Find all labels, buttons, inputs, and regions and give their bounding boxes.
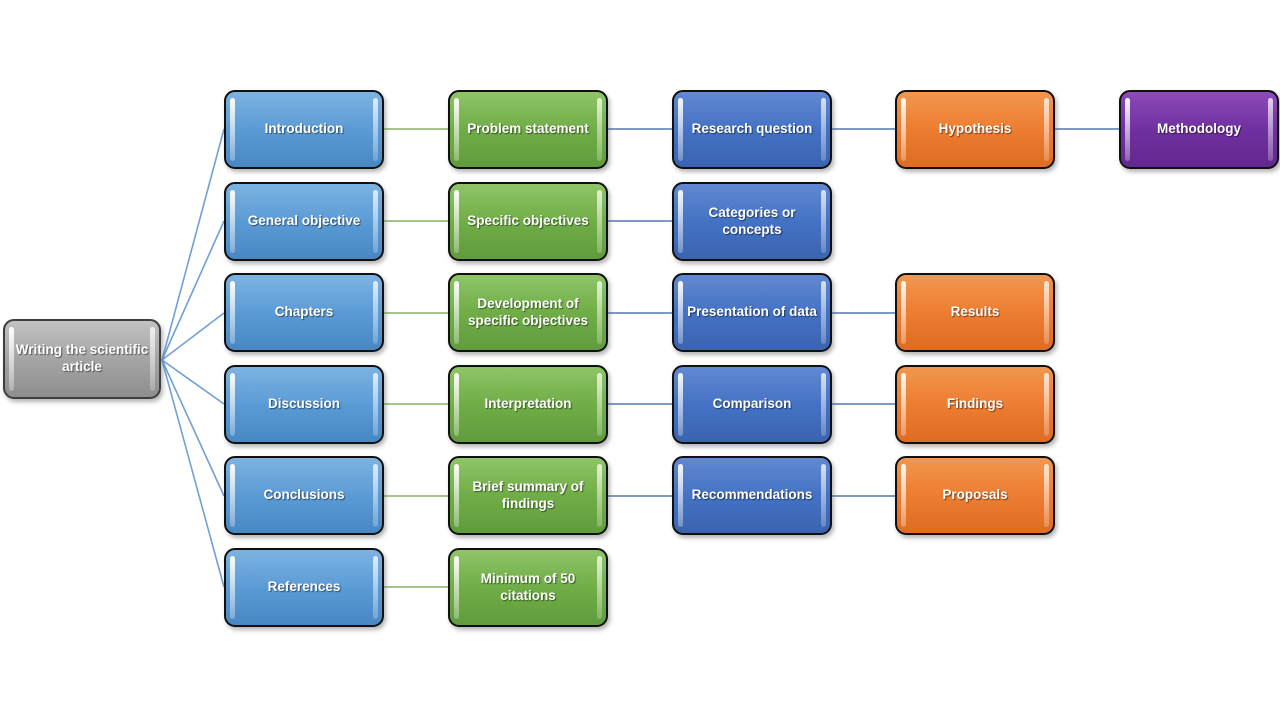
node-label: Writing the scientific article [15, 342, 149, 374]
node-research-question[interactable]: Research question [672, 90, 832, 169]
node-presentation-of-data[interactable]: Presentation of data [672, 273, 832, 352]
node-label: Chapters [274, 304, 334, 320]
root-fan-lines [161, 128, 225, 588]
level2-to-level3-connectors [608, 128, 672, 497]
node-label: Research question [691, 121, 813, 137]
node-label: General objective [247, 213, 361, 229]
node-label: Methodology [1157, 121, 1241, 137]
node-proposals[interactable]: Proposals [895, 456, 1055, 535]
node-label: Minimum of 50 citations [480, 570, 576, 603]
node-label: Findings [946, 396, 1004, 412]
node-comparison[interactable]: Comparison [672, 365, 832, 444]
node-label: Discussion [267, 396, 341, 412]
node-findings[interactable]: Findings [895, 365, 1055, 444]
node-label: Introduction [264, 121, 344, 137]
node-label: Categories or concepts [708, 204, 796, 237]
node-label: References [267, 579, 341, 595]
node-label: Results [950, 304, 1000, 320]
node-specific-objectives[interactable]: Specific objectives [448, 182, 608, 261]
node-general-objective[interactable]: General objective [224, 182, 384, 261]
node-label: Conclusions [263, 487, 345, 503]
node-brief-summary-findings[interactable]: Brief summary of findings [448, 456, 608, 535]
level1-to-level2-connectors [384, 128, 448, 588]
node-label: Interpretation [484, 396, 572, 412]
node-discussion[interactable]: Discussion [224, 365, 384, 444]
node-label: Proposals [942, 487, 1008, 503]
node-label: Development of specific objectives [467, 295, 589, 328]
level3-to-level4-connectors [832, 128, 895, 497]
node-introduction[interactable]: Introduction [224, 90, 384, 169]
node-label: Brief summary of findings [472, 478, 584, 511]
node-writing-scientific-article[interactable]: Writing the scientific article [3, 319, 161, 399]
node-label: Recommendations [691, 487, 813, 503]
node-recommendations[interactable]: Recommendations [672, 456, 832, 535]
node-conclusions[interactable]: Conclusions [224, 456, 384, 535]
node-label: Presentation of data [687, 304, 817, 320]
node-development-specific-objectives[interactable]: Development of specific objectives [448, 273, 608, 352]
node-categories-concepts[interactable]: Categories or concepts [672, 182, 832, 261]
node-label: Comparison [712, 396, 792, 412]
node-minimum-citations[interactable]: Minimum of 50 citations [448, 548, 608, 627]
node-label: Problem statement [467, 121, 589, 137]
node-results[interactable]: Results [895, 273, 1055, 352]
node-methodology[interactable]: Methodology [1119, 90, 1279, 169]
node-interpretation[interactable]: Interpretation [448, 365, 608, 444]
node-label: Specific objectives [467, 213, 589, 229]
node-references[interactable]: References [224, 548, 384, 627]
node-hypothesis[interactable]: Hypothesis [895, 90, 1055, 169]
node-problem-statement[interactable]: Problem statement [448, 90, 608, 169]
node-label: Hypothesis [938, 121, 1012, 137]
node-chapters[interactable]: Chapters [224, 273, 384, 352]
